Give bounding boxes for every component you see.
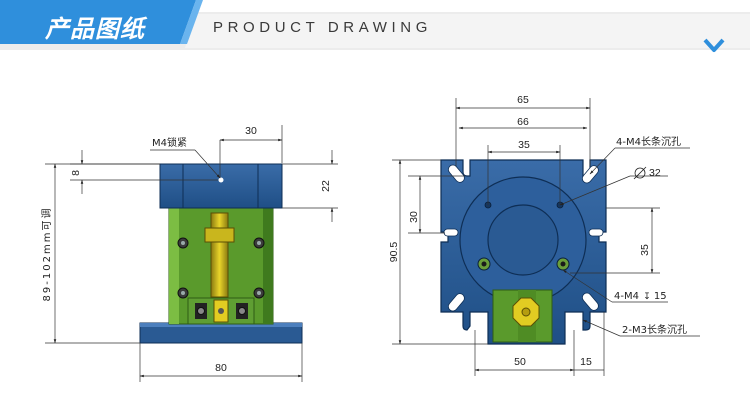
- dim-top-height: 22: [320, 180, 332, 192]
- top-block: [159, 163, 283, 209]
- top-view: 65 66 35 4-M4长条沉孔 32 30 90.5 35: [388, 94, 700, 376]
- side-view: 30 M4锁紧 8 22 89-102mm可调 80: [41, 125, 338, 382]
- center-bore: [487, 204, 559, 276]
- header-background: [0, 0, 750, 50]
- dim-15: 15: [580, 356, 592, 368]
- dim-diameter-32: 32: [649, 167, 661, 179]
- product-drawing: 30 M4锁紧 8 22 89-102mm可调 80: [41, 94, 700, 382]
- dim-35-top: 35: [518, 139, 530, 151]
- note-m4-thread: 4-M4 ↧ 15: [614, 291, 667, 302]
- adjust-range-label: 89-102mm可调: [41, 207, 53, 302]
- lock-hole: [218, 177, 224, 183]
- dim-65: 65: [517, 94, 529, 106]
- dim-base-width: 80: [215, 362, 227, 374]
- chevron-down-icon: [703, 38, 725, 52]
- dim-66: 66: [517, 116, 529, 128]
- page-title: 产品图纸: [45, 15, 145, 43]
- dim-30: 30: [408, 211, 420, 223]
- header-banner: 产品图纸 PRODUCT DRAWING: [0, 0, 750, 62]
- dim-50: 50: [514, 356, 526, 368]
- note-m4-slot: 4-M4长条沉孔: [616, 135, 681, 148]
- dim-top-width: 30: [245, 125, 257, 137]
- dim-lock-offset: 8: [70, 170, 82, 176]
- adjusting-screw: [210, 212, 229, 298]
- lock-label: M4锁紧: [152, 136, 187, 149]
- note-m3-slot: 2-M3长条沉孔: [622, 323, 687, 336]
- dim-90-5: 90.5: [388, 242, 400, 263]
- screw-icon: [477, 257, 570, 271]
- dim-35-right: 35: [639, 244, 651, 256]
- title-tab: [0, 0, 196, 44]
- page-subtitle: PRODUCT DRAWING: [213, 19, 432, 36]
